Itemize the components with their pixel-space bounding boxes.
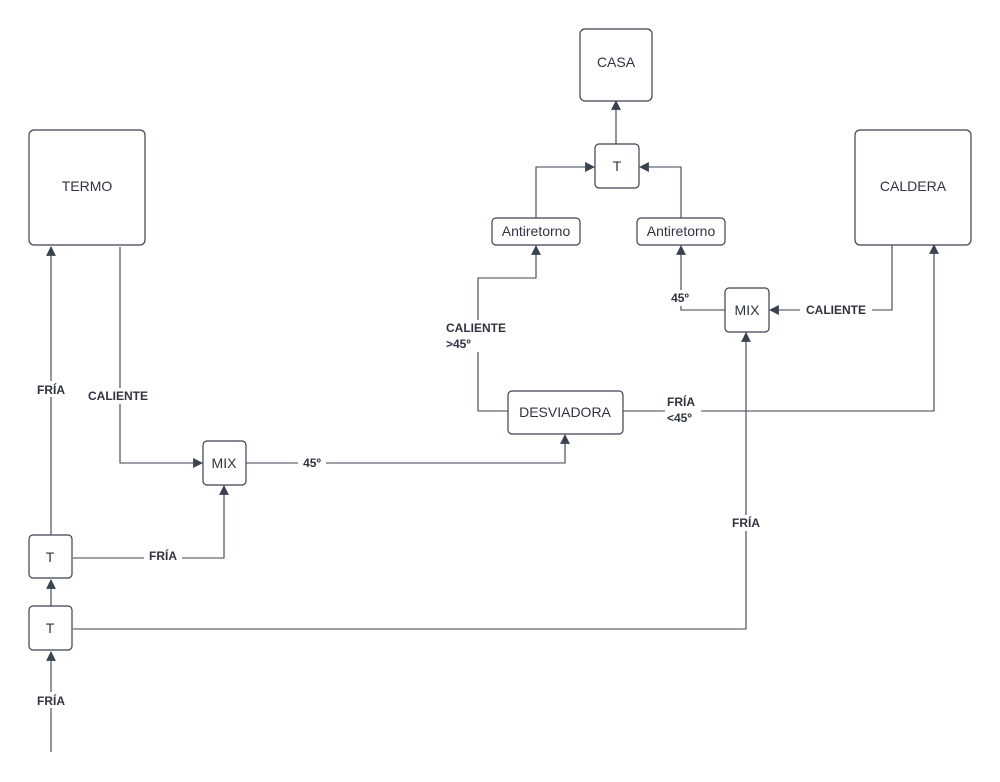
edge-mix-left-to-desviadora bbox=[246, 434, 570, 464]
edge-desviadora-to-antiretorno-left bbox=[477, 245, 541, 412]
node-mix-right-label: MIX bbox=[735, 302, 761, 318]
node-casa: CASA bbox=[579, 28, 653, 102]
edge-label-caliente-gt45-line2: >45º bbox=[446, 337, 471, 351]
node-desviadora-label: DESVIADORA bbox=[519, 404, 611, 420]
node-desviadora: DESVIADORA bbox=[507, 390, 624, 435]
node-termo: TERMO bbox=[28, 129, 146, 246]
node-mix-right: MIX bbox=[724, 287, 770, 333]
edge-label-mix-45: 45º bbox=[303, 456, 321, 470]
edge-label-fria-t-mix: FRÍA bbox=[149, 548, 177, 563]
edge-label-caliente-gt45-line1: CALIENTE bbox=[446, 321, 506, 335]
node-t-upper-label: T bbox=[46, 549, 55, 565]
edge-label-caliente-caldera: CALIENTE bbox=[806, 303, 866, 317]
node-t-lower-label: T bbox=[46, 620, 55, 636]
edge-label-fria-lt45-line1: FRÍA bbox=[667, 394, 695, 409]
node-antiretorno-left-label: Antiretorno bbox=[502, 223, 571, 239]
edge-label-fria-inlet: FRÍA bbox=[37, 693, 65, 708]
node-casa-label: CASA bbox=[597, 54, 636, 70]
edge-desviadora-to-caldera bbox=[623, 244, 939, 412]
node-caldera: CALDERA bbox=[854, 129, 972, 246]
node-t-casa: T bbox=[594, 143, 640, 189]
node-antiretorno-right: Antiretorno bbox=[636, 217, 726, 246]
edge-termo-to-mix-left bbox=[119, 247, 203, 468]
edge-label-fria-lt45-line2: <45º bbox=[667, 411, 692, 425]
node-caldera-label: CALDERA bbox=[880, 178, 947, 194]
node-mix-left-label: MIX bbox=[212, 455, 238, 471]
edge-mix-right-to-antiretorno-right bbox=[676, 245, 725, 311]
edge-label-fria-termo: FRÍA bbox=[37, 382, 65, 397]
node-termo-label: TERMO bbox=[62, 178, 113, 194]
edge-label-mix-right-45: 45º bbox=[671, 291, 689, 305]
node-antiretorno-left: Antiretorno bbox=[491, 217, 581, 246]
node-mix-left: MIX bbox=[202, 440, 247, 486]
edge-label-caliente-termo: CALIENTE bbox=[88, 389, 148, 403]
node-t-upper: T bbox=[28, 534, 73, 579]
edge-antiretorno-left-to-t-casa bbox=[535, 162, 595, 218]
edge-label-fria-to-mix-right: FRÍA bbox=[732, 515, 760, 530]
edge-antiretorno-right-to-t-casa bbox=[639, 162, 682, 218]
edge-t-lower-to-mix-right bbox=[73, 332, 751, 630]
node-t-casa-label: T bbox=[613, 158, 622, 174]
node-antiretorno-right-label: Antiretorno bbox=[647, 223, 716, 239]
edge-t-upper-to-mix-left bbox=[73, 485, 229, 559]
node-t-lower: T bbox=[28, 605, 73, 651]
edge-caldera-to-mix-right bbox=[769, 245, 893, 315]
